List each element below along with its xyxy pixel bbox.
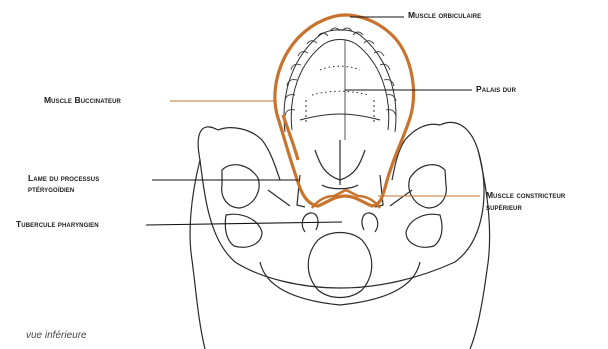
leader-tubercule: [146, 222, 342, 225]
label-constricteur-line1: Muscle constricteur: [486, 190, 565, 200]
label-muscle-buccinateur: Muscle Buccinateur: [44, 95, 121, 105]
label-tubercule-pharyngien: Tubercule pharyngien: [16, 219, 99, 229]
figure-caption: vue inférieure: [26, 330, 87, 341]
skull-outline: [190, 122, 489, 349]
maxillary-arch: [284, 28, 396, 132]
leader-lines: [146, 17, 480, 225]
label-muscle-orbiculaire: Muscle orbiculaire: [408, 10, 481, 20]
label-palais-dur: Palais dur: [476, 84, 516, 94]
label-constricteur-line2: supérieur: [486, 202, 522, 212]
label-lame-processus-line2: ptérygoïdien: [28, 184, 74, 194]
label-lame-processus-line1: Lame du processus: [28, 173, 99, 183]
